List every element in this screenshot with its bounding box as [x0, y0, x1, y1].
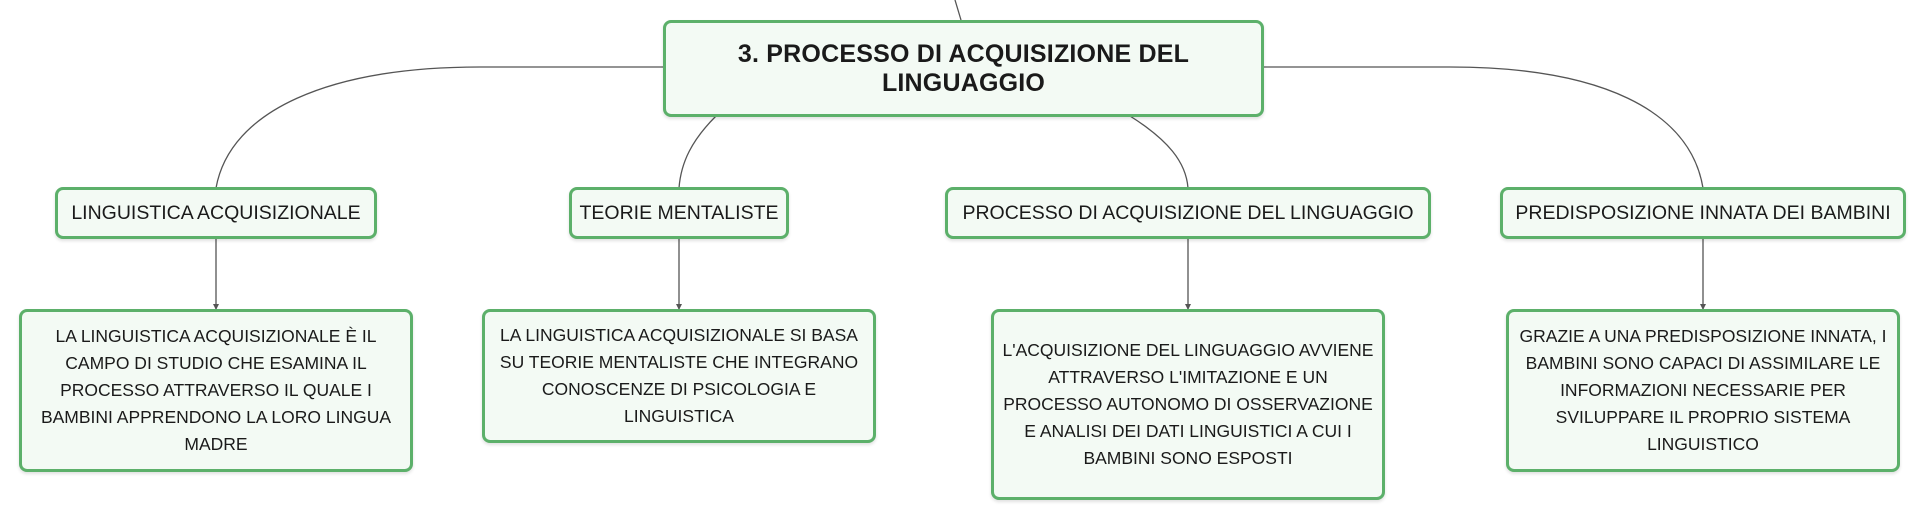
topic-node-linguistica-acquisizionale[interactable]: LINGUISTICA ACQUISIZIONALE	[55, 187, 377, 239]
topic-node-predisposizione-innata[interactable]: PREDISPOSIZIONE INNATA DEI BAMBINI	[1500, 187, 1906, 239]
connector-root-topic-4	[1264, 66, 1704, 189]
topic-label: PREDISPOSIZIONE INNATA DEI BAMBINI	[1515, 201, 1891, 224]
root-node[interactable]: 3. PROCESSO DI ACQUISIZIONE DEL LINGUAGG…	[663, 20, 1264, 117]
detail-node-linguistica-acquisizionale[interactable]: LA LINGUISTICA ACQUISIZIONALE È IL CAMPO…	[19, 309, 413, 472]
topic-label: TEORIE MENTALISTE	[579, 201, 779, 224]
topic-label: PROCESSO DI ACQUISIZIONE DEL LINGUAGGIO	[962, 201, 1414, 224]
detail-node-processo-di-acquisizione[interactable]: L'ACQUISIZIONE DEL LINGUAGGIO AVVIENE AT…	[991, 309, 1385, 500]
connector-root-topic-1	[215, 66, 663, 189]
detail-node-teorie-mentaliste[interactable]: LA LINGUISTICA ACQUISIZIONALE SI BASA SU…	[482, 309, 876, 443]
connector-root-topic-3	[1129, 115, 1189, 189]
topic-label: LINGUISTICA ACQUISIZIONALE	[71, 201, 361, 224]
detail-text: LA LINGUISTICA ACQUISIZIONALE SI BASA SU…	[499, 325, 859, 426]
detail-text: LA LINGUISTICA ACQUISIZIONALE È IL CAMPO…	[40, 326, 392, 454]
root-label: 3. PROCESSO DI ACQUISIZIONE DEL LINGUAGG…	[737, 39, 1190, 97]
detail-text: GRAZIE A UNA PREDISPOSIZIONE INNATA, I B…	[1519, 326, 1887, 454]
detail-text: L'ACQUISIZIONE DEL LINGUAGGIO AVVIENE AT…	[1002, 340, 1374, 468]
topic-node-teorie-mentaliste[interactable]: TEORIE MENTALISTE	[569, 187, 789, 239]
topic-node-processo-di-acquisizione[interactable]: PROCESSO DI ACQUISIZIONE DEL LINGUAGGIO	[945, 187, 1431, 239]
connector-parent	[954, 0, 962, 21]
detail-node-predisposizione-innata[interactable]: GRAZIE A UNA PREDISPOSIZIONE INNATA, I B…	[1506, 309, 1900, 472]
connector-root-topic-2	[678, 115, 717, 189]
